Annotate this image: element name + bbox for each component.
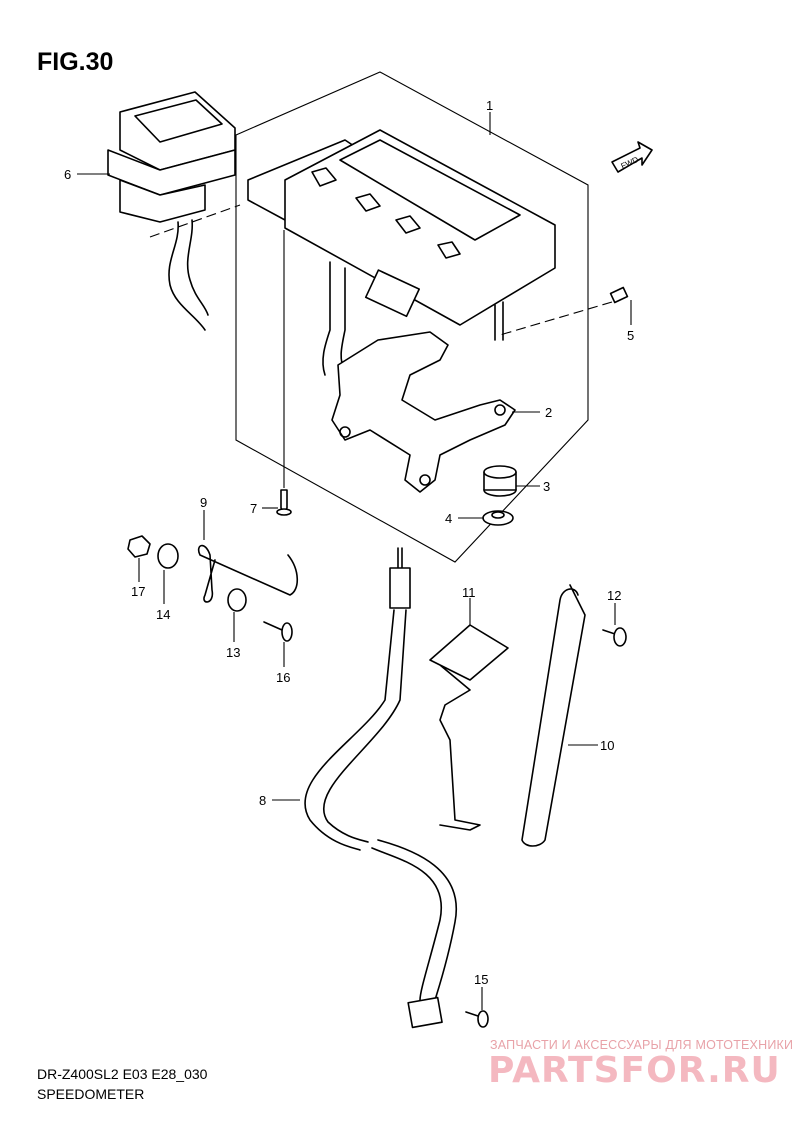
callout-12: 12 — [607, 588, 621, 603]
callout-11: 11 — [462, 585, 476, 600]
part-10-strap[interactable] — [521, 584, 586, 847]
callout-8: 8 — [259, 793, 266, 808]
figure-title: FIG.30 — [37, 48, 114, 76]
callout-14: 14 — [156, 607, 170, 622]
callout-5: 5 — [627, 328, 634, 343]
forward-arrow-icon — [611, 141, 653, 173]
part-14-washer[interactable] — [157, 543, 179, 569]
part-8-speedometer-cable[interactable] — [304, 547, 458, 1029]
watermark-brand: PARTSFOR.RU — [488, 1050, 781, 1091]
part-12-bolt[interactable] — [602, 627, 627, 647]
part-15-screw[interactable] — [465, 1010, 489, 1028]
part-2-bracket[interactable] — [331, 331, 516, 493]
leader-lines — [77, 112, 632, 1010]
part-13-washer[interactable] — [227, 588, 247, 612]
callout-7: 7 — [250, 501, 257, 516]
callout-13: 13 — [226, 645, 240, 660]
callout-9: 9 — [200, 495, 207, 510]
callout-3: 3 — [543, 479, 550, 494]
part-4-collar[interactable] — [482, 510, 514, 526]
callout-4: 4 — [445, 511, 452, 526]
part-5-bolt[interactable] — [499, 286, 629, 336]
part-1-speedometer-assembly[interactable] — [247, 129, 556, 376]
watermark-tagline: ЗАПЧАСТИ И АКСЕССУАРЫ ДЛЯ МОТОТЕХНИКИ — [490, 1038, 794, 1052]
fwd-direction-marker: FWD — [611, 141, 653, 173]
model-code: DR-Z400SL2 E03 E28_030 — [37, 1066, 208, 1082]
callout-6: 6 — [64, 167, 71, 182]
callout-16: 16 — [276, 670, 290, 685]
part-9-hook[interactable] — [197, 544, 299, 603]
footer: DR-Z400SL2 E03 E28_030 SPEEDOMETER — [37, 1064, 207, 1104]
callout-15: 15 — [474, 972, 488, 987]
part-6-meter-cover[interactable] — [107, 91, 241, 331]
part-17-nut[interactable] — [127, 535, 151, 558]
callout-1: 1 — [486, 98, 493, 113]
callout-17: 17 — [131, 584, 145, 599]
part-11-clamp[interactable] — [429, 624, 509, 831]
part-7-screw[interactable] — [276, 230, 292, 516]
part-16-screw[interactable] — [263, 621, 293, 642]
part-3-grommet[interactable] — [483, 465, 517, 497]
assembly-frame — [235, 71, 589, 563]
section-name: SPEEDOMETER — [37, 1086, 145, 1102]
callout-10: 10 — [600, 738, 614, 753]
callout-2: 2 — [545, 405, 552, 420]
